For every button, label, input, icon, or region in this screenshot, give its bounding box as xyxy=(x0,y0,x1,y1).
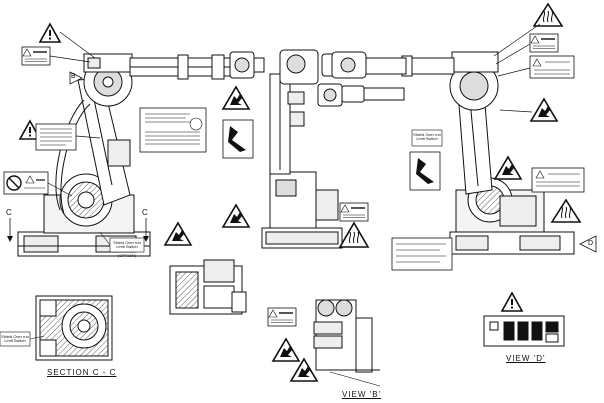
warning-triangle-icon xyxy=(501,292,523,312)
section-cc-view xyxy=(35,295,113,361)
machine-stop-icon xyxy=(222,119,254,159)
data-plate-label xyxy=(391,237,453,271)
nameplate-label xyxy=(139,107,207,153)
robot-side-view-right xyxy=(331,51,575,255)
warning-label xyxy=(21,46,51,66)
warning-text-label xyxy=(531,167,585,193)
view-d-marker-letter: D xyxy=(588,240,595,247)
warning-text-label xyxy=(529,55,575,79)
hot-surface-icon xyxy=(532,2,564,27)
limit-switch-option-note: (OPTION) xyxy=(118,253,136,258)
hand-crush-icon xyxy=(290,358,318,382)
view-b-detail xyxy=(313,299,381,387)
view-d-marker xyxy=(579,235,597,253)
hot-surface-icon xyxy=(338,221,370,248)
warning-triangle-icon xyxy=(39,23,61,43)
view-b-title: VIEW 'B' xyxy=(342,390,382,399)
prohibition-icon xyxy=(3,171,49,195)
machine-stop-icon xyxy=(409,151,441,191)
view-d-panel xyxy=(483,315,565,347)
section-c-left-marker: C xyxy=(6,208,13,217)
limit-switch-callout-main: Shield Over run Limit Switch xyxy=(113,240,141,249)
section-cc-title: SECTION C - C xyxy=(47,368,117,377)
warning-label xyxy=(529,33,559,53)
hand-crush-icon xyxy=(494,156,522,180)
robot-side-view-left xyxy=(17,51,265,257)
section-c-right-marker: C xyxy=(142,208,149,217)
view-b-marker xyxy=(69,71,83,85)
detail-view-center xyxy=(169,259,247,315)
warning-text-label xyxy=(35,123,77,151)
hand-crush-icon xyxy=(222,86,250,110)
view-d-title: VIEW 'D' xyxy=(506,354,546,363)
warning-label xyxy=(339,202,369,222)
hand-crush-icon xyxy=(530,98,558,122)
limit-switch-callout-section: Shield Over run Limit Switch xyxy=(1,334,29,343)
limit-switch-callout-right: Shield Over run Limit Switch xyxy=(413,132,441,141)
robot-front-view-center xyxy=(261,49,405,249)
view-b-marker-letter: B xyxy=(71,73,77,80)
hand-crush-icon xyxy=(272,338,300,362)
hot-surface-icon xyxy=(550,198,582,223)
hand-crush-icon xyxy=(164,222,192,246)
hand-crush-icon xyxy=(222,204,250,228)
warning-label xyxy=(267,307,297,327)
